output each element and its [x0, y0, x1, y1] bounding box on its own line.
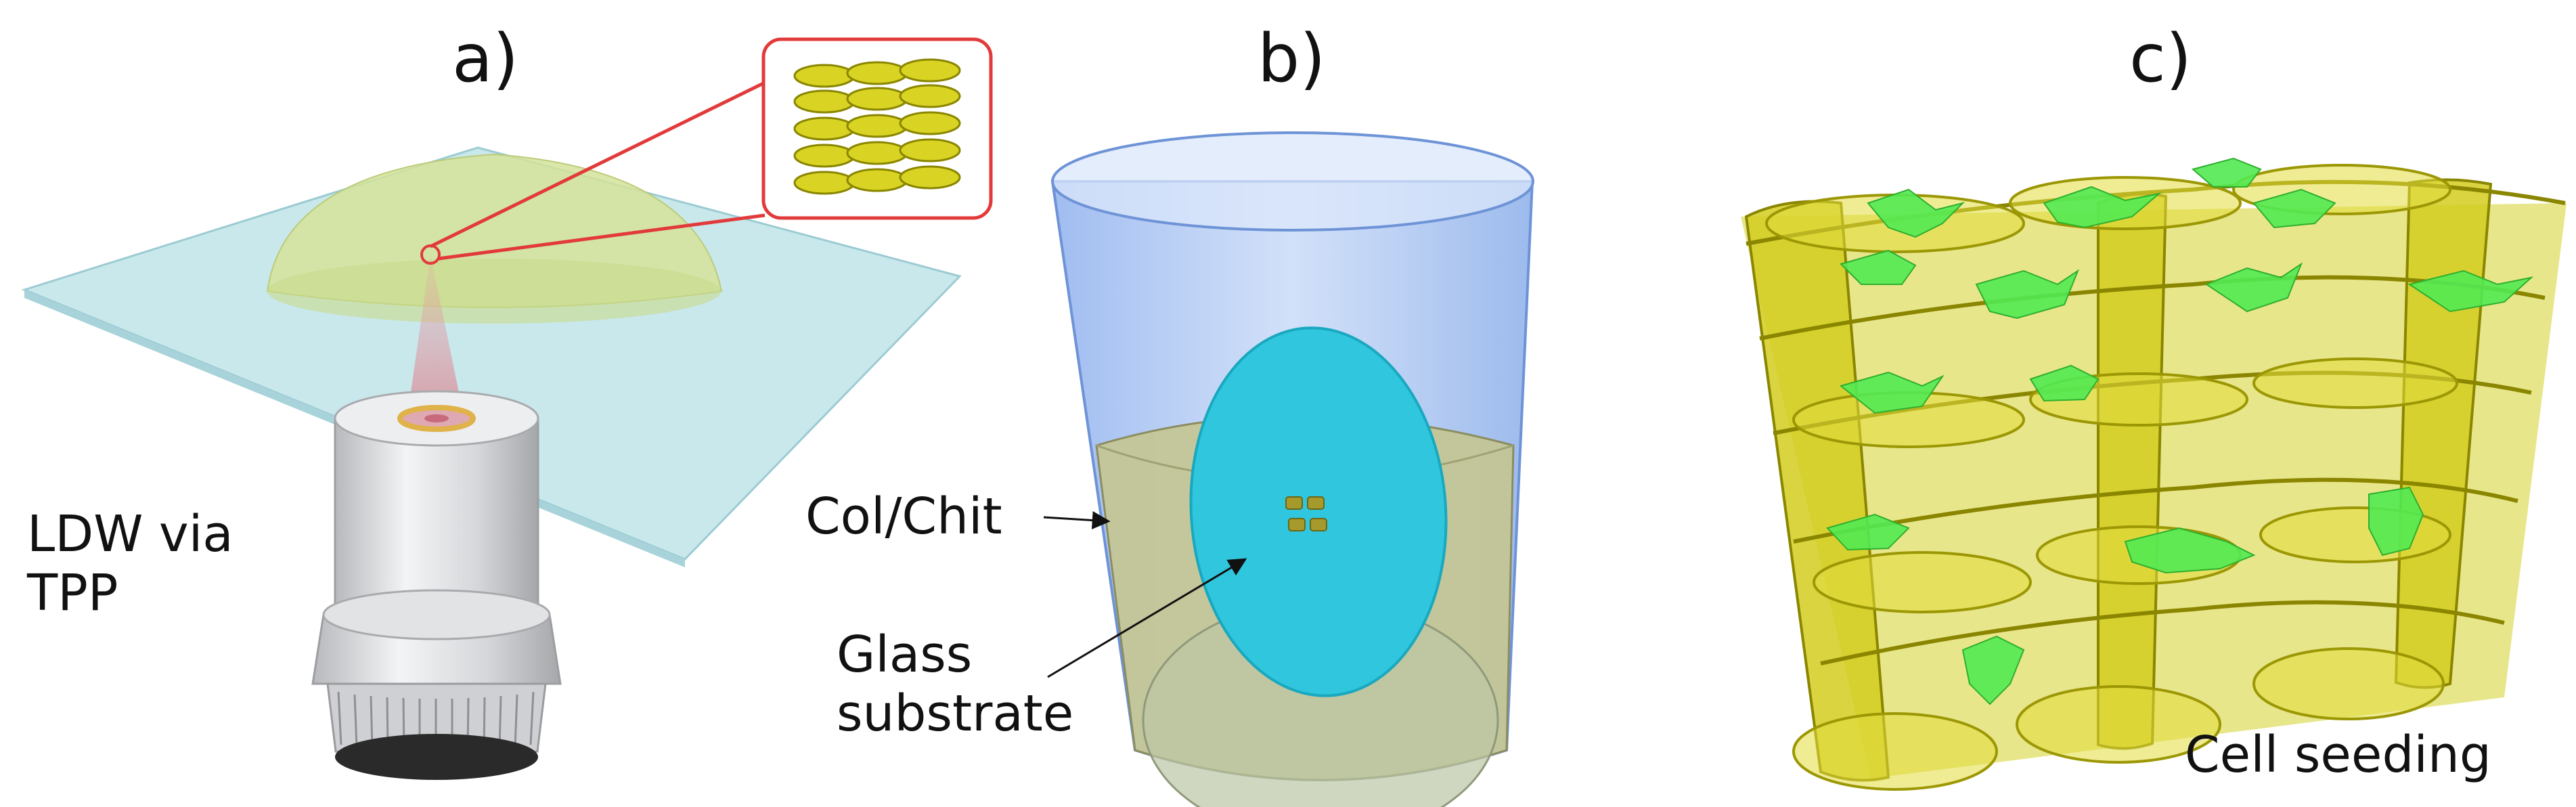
- panel-b-letter: b): [1258, 20, 1326, 97]
- panel-c-artwork: [1741, 157, 2567, 791]
- panel-a-letter: a): [452, 20, 519, 97]
- col-chit-label: Col/Chit: [805, 487, 1002, 546]
- glass-substrate-label-line2: substrate: [837, 684, 1074, 743]
- cell-icon: [1826, 157, 2534, 705]
- tiny-scaffolds: [1285, 496, 1327, 531]
- arrow-col-chit: [1043, 511, 1111, 529]
- glass-substrate-disc: [1189, 326, 1448, 697]
- glass-substrate-label-line1: Glass: [837, 626, 973, 684]
- mini-scaffold: [793, 58, 961, 195]
- laser-beam: [406, 255, 466, 425]
- panel-b-artwork: [1043, 131, 1534, 807]
- glass-substrate-label: Glass substrate: [837, 626, 1073, 744]
- zoom-line-bottom: [438, 213, 765, 261]
- zoom-line-top: [429, 81, 766, 248]
- arrow-glass-substrate: [1047, 558, 1247, 678]
- panel-a-caption: LDW via TPP: [27, 505, 234, 624]
- cylinder-top-rim: [1051, 131, 1534, 232]
- panel-a-artwork: [21, 37, 993, 780]
- scaffold-lattice-icon: [1741, 164, 2567, 791]
- panel-a-caption-line1: LDW via: [27, 505, 234, 563]
- microscope-objective-icon: [311, 390, 562, 780]
- panel-c-letter: c): [2129, 20, 2192, 97]
- cell-seeding-label: Cell seeding: [2185, 726, 2491, 784]
- panel-a-caption-line2: TPP: [27, 564, 118, 623]
